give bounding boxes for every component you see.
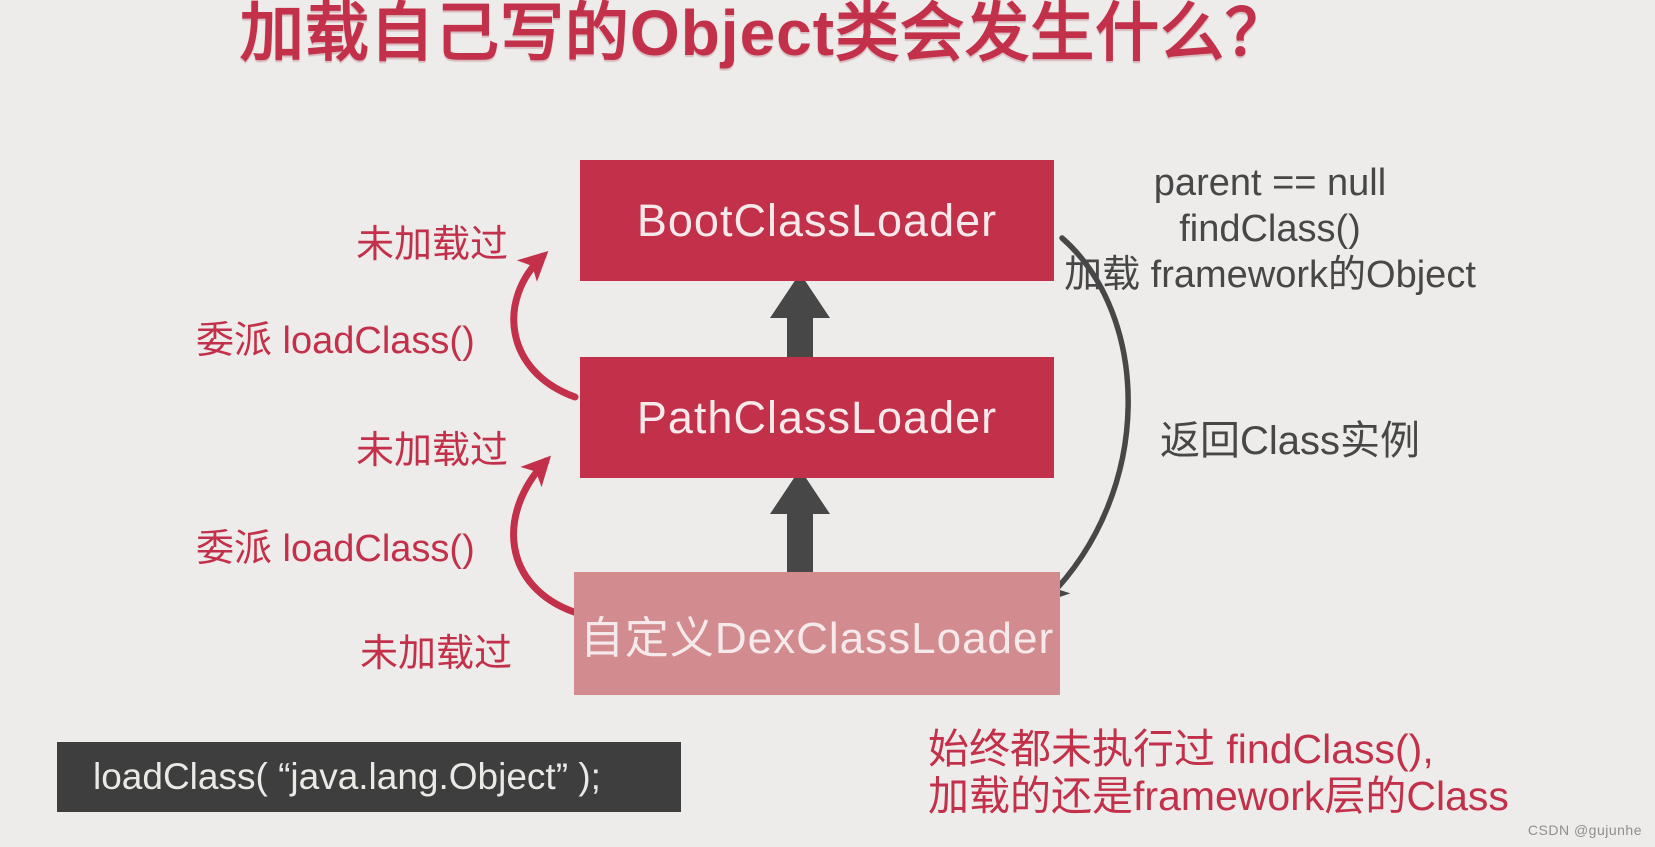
custom-dex-class-loader-label: 自定义DexClassLoader: [579, 613, 1055, 663]
delegate-loadclass-label-2: 委派 loadClass(): [196, 528, 475, 570]
return-class-instance-label: 返回Class实例: [1160, 419, 1421, 463]
return-class-curve-arrow-icon: [1043, 235, 1131, 603]
boot-class-loader-box: BootClassLoader: [580, 160, 1054, 281]
boot-loader-note-line-2: findClass(): [1179, 208, 1361, 250]
boot-loader-note-line-1: parent == null: [1153, 162, 1387, 204]
delegate-loadclass-label-1: 委派 loadClass(): [196, 320, 475, 362]
custom-dex-class-loader-box: 自定义DexClassLoader: [574, 572, 1060, 695]
csdn-watermark: CSDN @gujunhe: [1527, 822, 1642, 838]
path-class-loader-box: PathClassLoader: [580, 357, 1054, 478]
conclusion-note: 始终都未执行过 findClass(), 加载的还是framework层的Cla…: [928, 726, 1509, 820]
not-loaded-label-1: 未加载过: [356, 224, 509, 266]
boot-loader-note: parent == null findClass() 加载 framework的…: [1020, 160, 1520, 298]
boot-class-loader-label: BootClassLoader: [636, 194, 998, 246]
page-title: 加载自己写的Object类会发生什么？: [239, 0, 1291, 69]
load-class-code-box: loadClass( “java.lang.Object” );: [57, 742, 681, 812]
not-loaded-label-2: 未加载过: [356, 430, 509, 472]
boot-loader-note-line-3: 加载 framework的Object: [1064, 254, 1476, 296]
path-class-loader-label: PathClassLoader: [636, 391, 998, 443]
conclusion-note-line-2: 加载的还是framework层的Class: [928, 773, 1509, 819]
not-loaded-label-3: 未加载过: [360, 633, 513, 675]
load-class-code-text: loadClass( “java.lang.Object” );: [93, 756, 601, 797]
parent-up-arrow-icon-top: [770, 273, 830, 358]
parent-up-arrow-icon-bottom: [770, 469, 830, 574]
delegate-arc-icon-lower: [510, 455, 578, 616]
conclusion-note-line-1: 始终都未执行过 findClass(),: [928, 726, 1434, 772]
delegate-arc-icon-upper: [510, 250, 579, 401]
